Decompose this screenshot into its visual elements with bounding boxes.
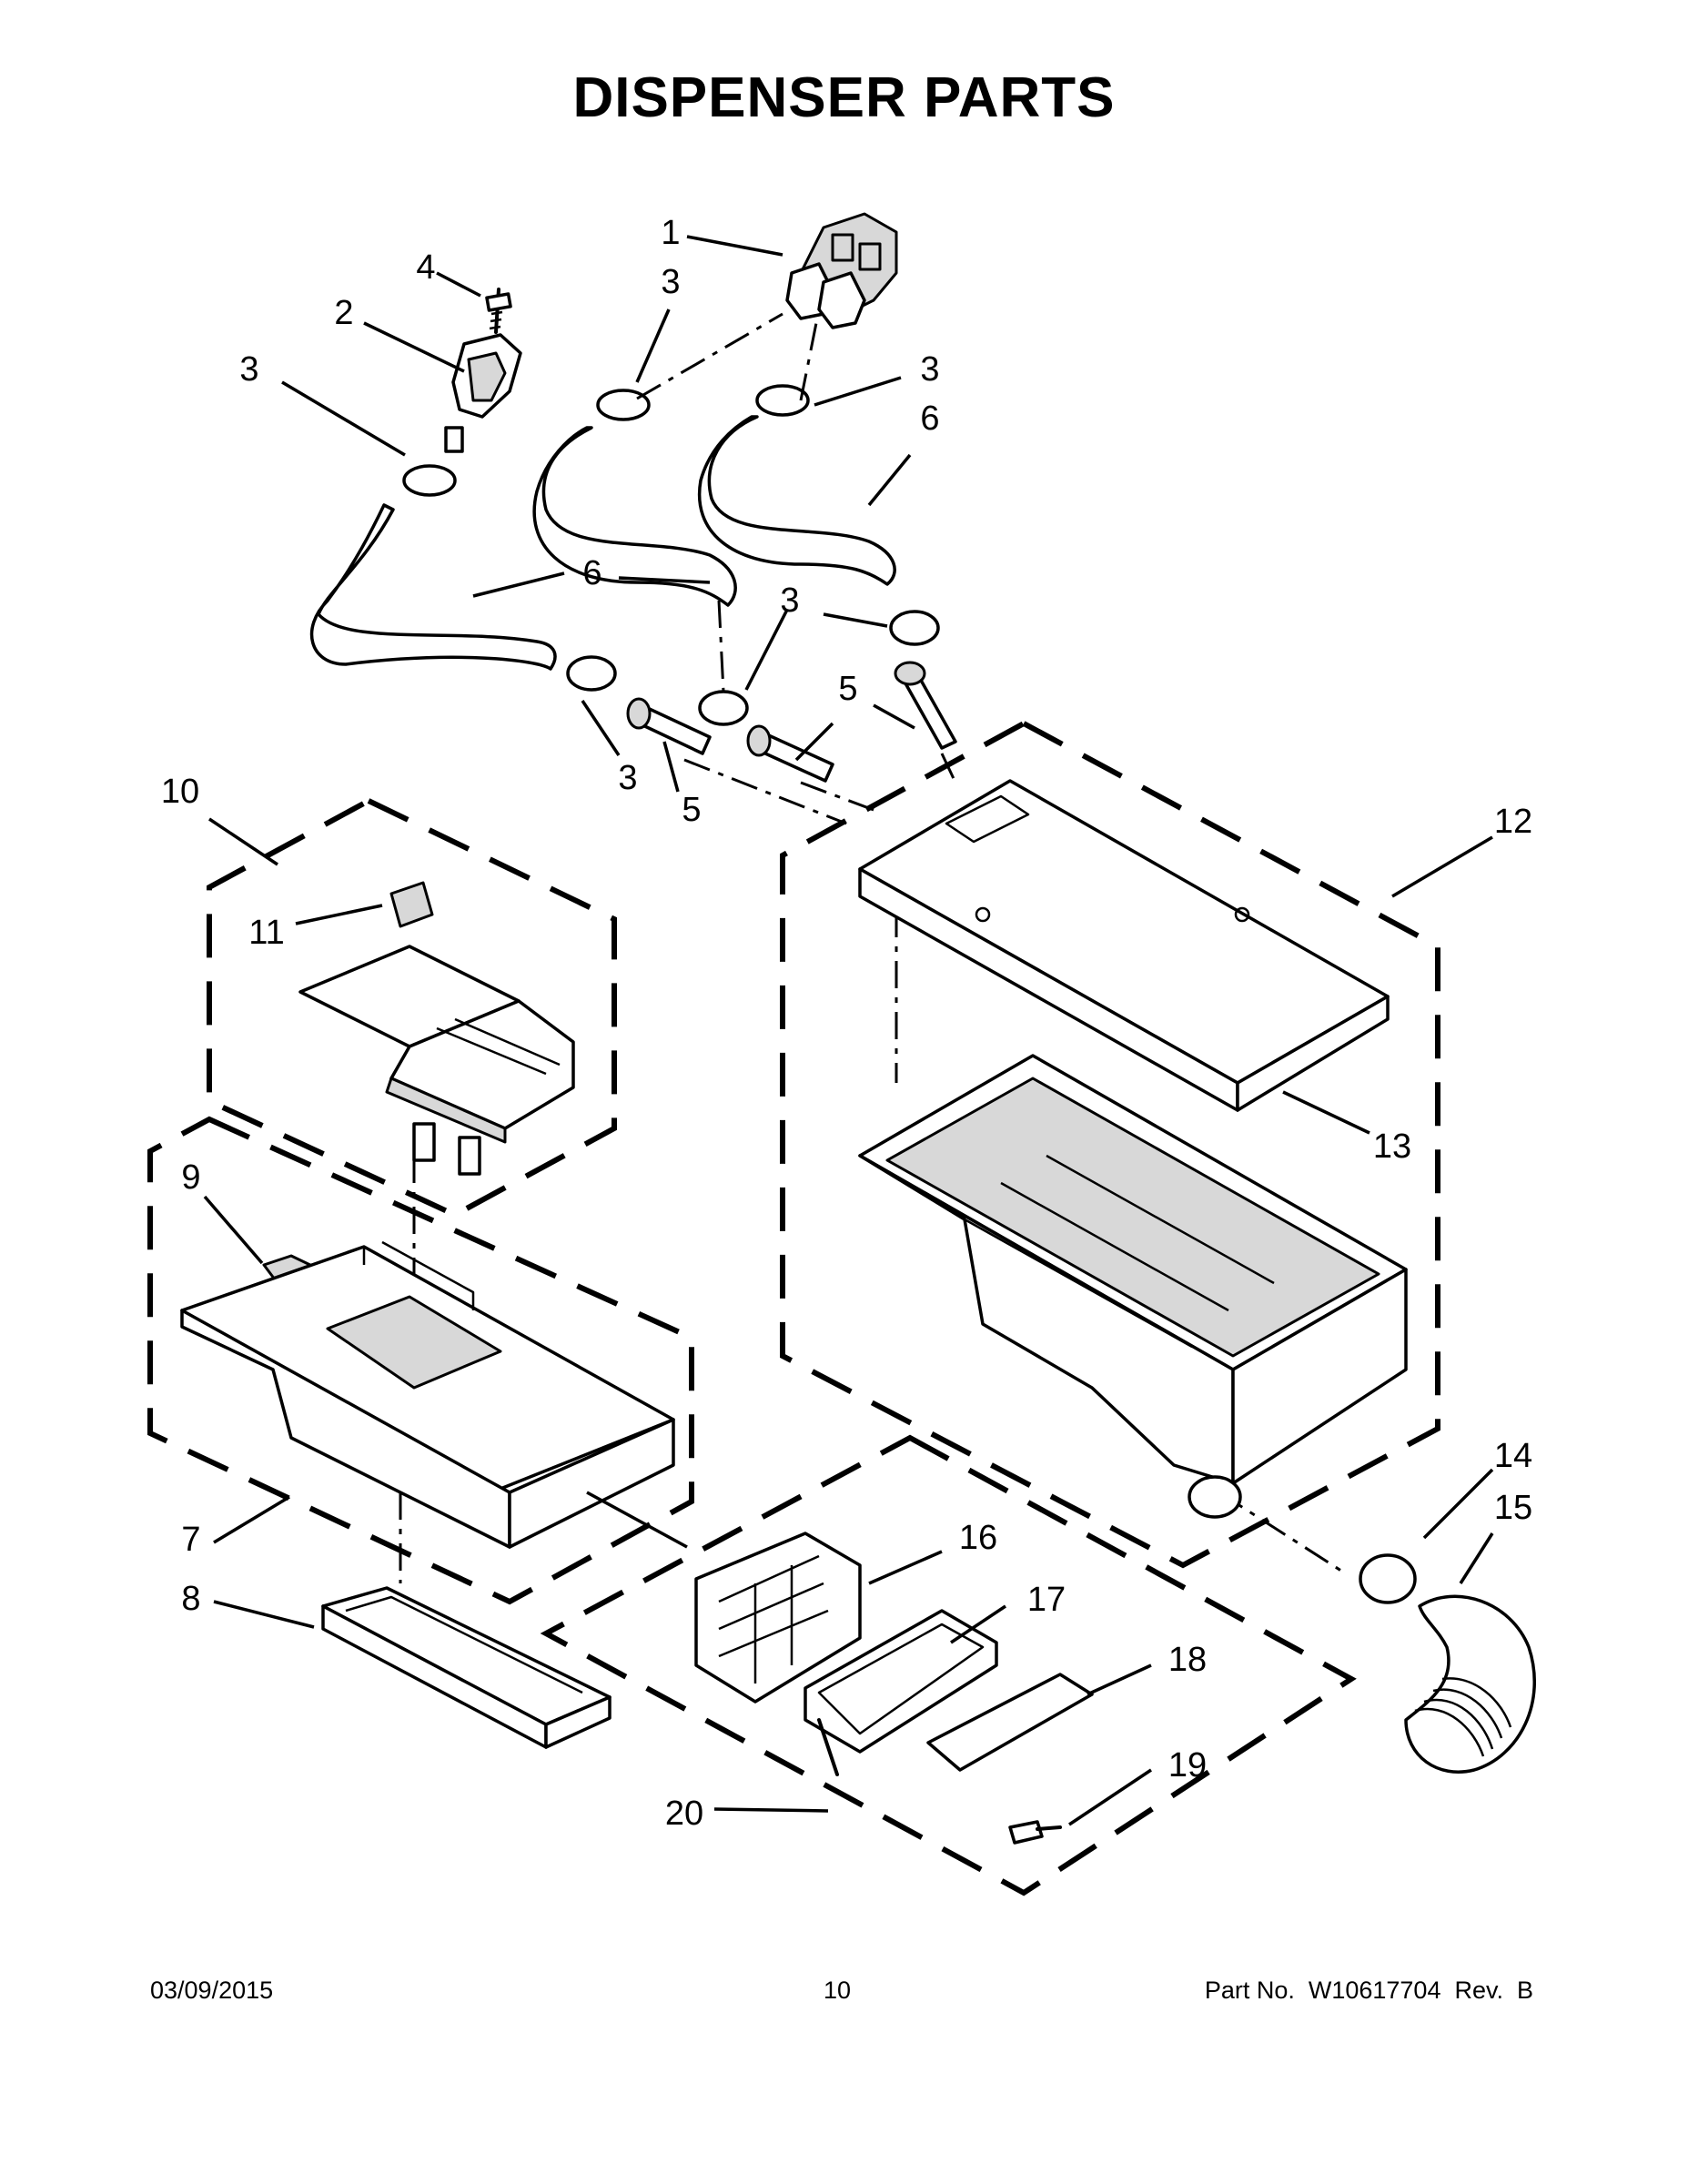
callout-5-b: 5 bbox=[838, 670, 858, 708]
connector-line bbox=[940, 753, 957, 784]
arrow-6a bbox=[618, 576, 711, 584]
part-18-plate bbox=[926, 1673, 1094, 1772]
connector-arrow bbox=[586, 1491, 688, 1549]
part-12-housing bbox=[858, 1054, 1408, 1519]
arrow-19 bbox=[1068, 1768, 1152, 1826]
footer-page-number: 10 bbox=[824, 1977, 852, 2004]
arrow-18 bbox=[1087, 1663, 1152, 1696]
callout-9: 9 bbox=[181, 1158, 201, 1197]
part-6-hose-left bbox=[309, 503, 557, 671]
arrow-3c bbox=[814, 376, 902, 407]
part-3-clamp-d bbox=[566, 655, 617, 692]
connector-line bbox=[1218, 1491, 1348, 1576]
callout-3-b: 3 bbox=[661, 263, 681, 301]
part-13-cover bbox=[858, 779, 1390, 1112]
part-11-cap bbox=[389, 881, 434, 928]
callout-15: 15 bbox=[1493, 1489, 1533, 1527]
part-8-tray bbox=[321, 1586, 612, 1749]
group-12-boundary bbox=[780, 720, 1440, 1569]
part-7-drawer bbox=[180, 1240, 675, 1549]
arrow-5c bbox=[873, 703, 915, 730]
arrow-3e bbox=[823, 612, 888, 628]
part-3-clamp-b bbox=[596, 389, 651, 421]
leader-arrows bbox=[203, 235, 1494, 1826]
arrow-16 bbox=[868, 1550, 943, 1585]
part-3-clamp-e bbox=[698, 690, 749, 726]
footer-part-number: Part No. W10617704 Rev. B bbox=[1204, 1977, 1533, 2004]
callout-13: 13 bbox=[1372, 1127, 1412, 1166]
callout-3-e: 3 bbox=[618, 759, 638, 797]
group-20-boundary bbox=[540, 1434, 1357, 1896]
callout-17: 17 bbox=[1026, 1581, 1066, 1619]
arrow-4 bbox=[436, 271, 481, 298]
arrow-6b bbox=[867, 453, 912, 507]
part-3-clamp-f bbox=[889, 610, 940, 646]
callout-18: 18 bbox=[1167, 1641, 1208, 1679]
arrow-3d bbox=[744, 609, 789, 691]
connector-line bbox=[800, 781, 874, 812]
part-16-grille bbox=[694, 1532, 862, 1704]
footer-date: 03/09/2015 bbox=[150, 1977, 274, 2004]
part-15-bellows-hose bbox=[1404, 1594, 1537, 1774]
callout-1: 1 bbox=[661, 214, 681, 252]
arrow-14 bbox=[1422, 1468, 1494, 1540]
part-5-tube-a bbox=[626, 697, 712, 755]
connector-line bbox=[636, 312, 783, 400]
arrow-17 bbox=[950, 1604, 1006, 1644]
callout-7: 7 bbox=[181, 1521, 201, 1559]
part-2-single-valve bbox=[444, 333, 522, 453]
part-17-gasket bbox=[804, 1609, 998, 1776]
arrow-9 bbox=[203, 1195, 264, 1265]
arrow-20 bbox=[713, 1807, 829, 1813]
arrow-6c bbox=[472, 571, 565, 598]
arrow-3b bbox=[635, 308, 671, 383]
arrow-3f bbox=[581, 700, 621, 756]
callout-20: 20 bbox=[664, 1795, 704, 1833]
callout-3-a: 3 bbox=[239, 350, 259, 389]
callout-11: 11 bbox=[248, 914, 285, 952]
group-7-boundary bbox=[147, 1116, 694, 1605]
arrow-13 bbox=[1282, 1090, 1370, 1135]
arrow-5b bbox=[794, 722, 834, 762]
connector-line bbox=[799, 318, 819, 401]
callout-6-b: 6 bbox=[920, 399, 940, 438]
callout-6-a: 6 bbox=[582, 554, 602, 592]
part-6-hose-middle bbox=[532, 426, 737, 607]
callout-4: 4 bbox=[416, 248, 436, 287]
arrow-12 bbox=[1391, 835, 1493, 898]
connector-line bbox=[717, 600, 725, 693]
group-10-boundary bbox=[207, 797, 617, 1218]
part-5-tube-b bbox=[746, 724, 834, 783]
part-3-clamp-c bbox=[755, 384, 810, 417]
arrow-15 bbox=[1459, 1532, 1494, 1584]
part-1-double-valve bbox=[785, 212, 898, 329]
part-14-clamp bbox=[1359, 1553, 1417, 1604]
arrow-10 bbox=[208, 817, 278, 866]
arrow-5a bbox=[662, 741, 680, 793]
callout-5-a: 5 bbox=[682, 791, 702, 829]
arrow-8 bbox=[213, 1600, 315, 1629]
arrow-1 bbox=[686, 235, 783, 257]
callout-3-d: 3 bbox=[780, 581, 800, 620]
part-10-cup bbox=[298, 945, 575, 1176]
callout-10: 10 bbox=[160, 773, 200, 811]
callout-3-c: 3 bbox=[920, 350, 940, 389]
arrow-3a bbox=[281, 380, 406, 457]
part-19-screw bbox=[1008, 1820, 1062, 1845]
callout-8: 8 bbox=[181, 1580, 201, 1618]
part-5-tube-c bbox=[894, 661, 957, 750]
callout-19: 19 bbox=[1167, 1746, 1208, 1785]
page-title: DISPENSER PARTS bbox=[572, 66, 1116, 129]
callout-12: 12 bbox=[1493, 803, 1533, 841]
part-6-hose-right bbox=[697, 415, 896, 586]
arrow-2 bbox=[363, 321, 465, 373]
callout-16: 16 bbox=[958, 1519, 998, 1557]
callout-14: 14 bbox=[1493, 1437, 1533, 1475]
part-4-screw bbox=[485, 288, 512, 334]
part-3-clamp-a bbox=[402, 464, 457, 497]
arrow-7 bbox=[213, 1495, 290, 1544]
callout-2: 2 bbox=[334, 294, 354, 332]
arrow-11 bbox=[295, 904, 383, 925]
